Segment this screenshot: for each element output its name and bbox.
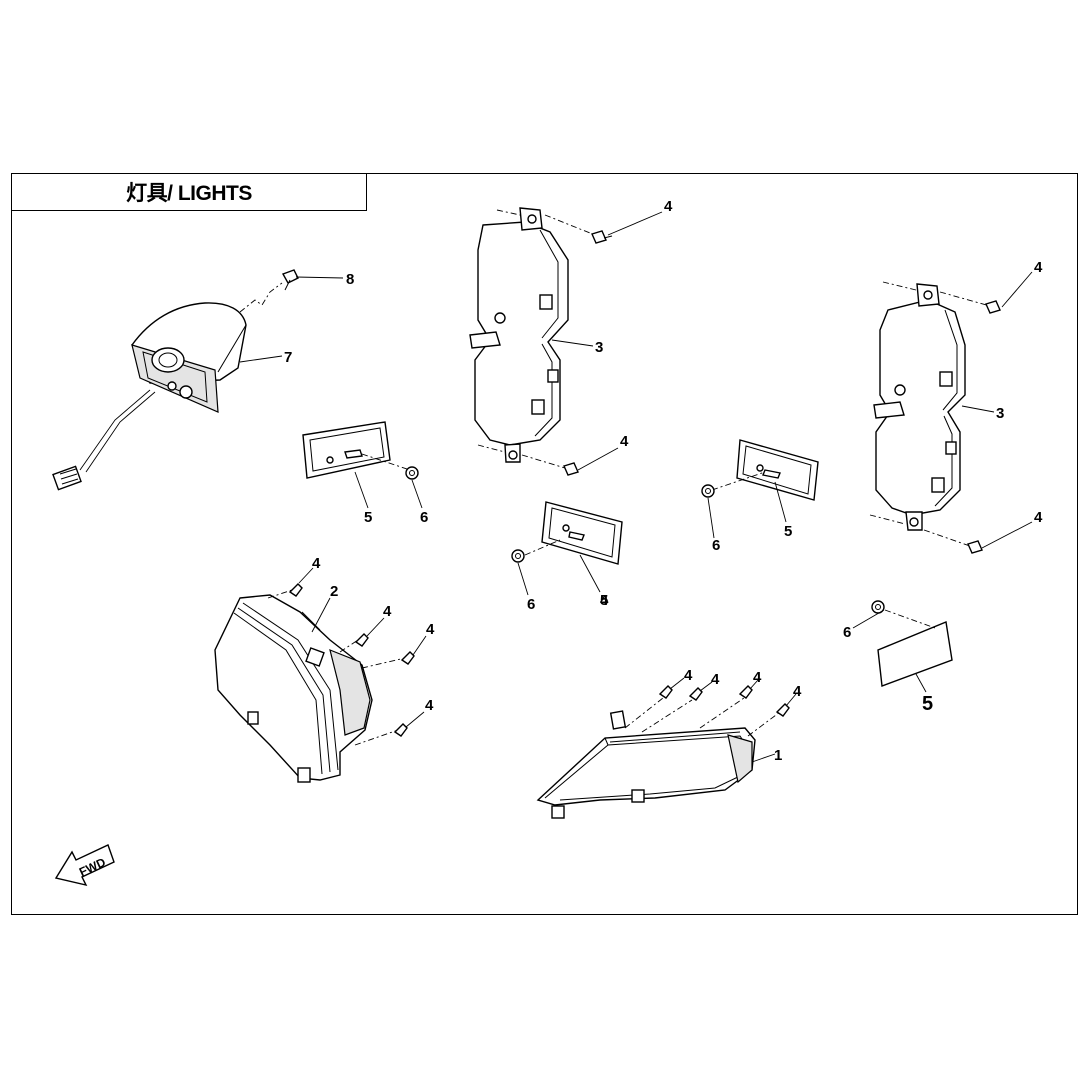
callout-6-c: 6 (527, 596, 535, 613)
callout-3-a: 3 (595, 339, 603, 356)
callout-4-f: 4 (312, 555, 321, 572)
callout-4-j: 4 (684, 667, 693, 684)
callout-4-b: 4 (620, 433, 629, 450)
reflector-right (711, 439, 819, 501)
callout-5-a: 5 (364, 509, 372, 526)
nut-6-center (511, 549, 525, 563)
callout-4-h: 4 (426, 621, 435, 638)
callout-4-k: 4 (711, 671, 720, 688)
callout-8: 8 (346, 271, 354, 288)
callout-4-l: 4 (753, 669, 762, 686)
callout-5-b: 5 (784, 523, 792, 540)
headlamp-left (214, 589, 406, 783)
callout-2: 2 (330, 583, 338, 600)
callout-5-d: 5 (922, 693, 933, 715)
nut-6-right (701, 484, 715, 498)
reflector-far-right (877, 609, 953, 687)
diagram-title: 灯具/ LIGHTS (11, 173, 367, 211)
headlamp-right (536, 697, 781, 819)
reflector-center (524, 501, 623, 565)
nut-6-left (405, 466, 419, 480)
callout-4-d: 4 (1034, 509, 1043, 526)
leader-lines (239, 211, 1033, 763)
callout-4-g: 4 (383, 603, 392, 620)
callout-4-m: 4 (793, 683, 802, 700)
screw-4-top-center (591, 230, 613, 244)
tail-lamp-assembly (52, 282, 283, 491)
callout-labels: 8 7 4 3 4 5 6 4 3 4 4 5 6 5 6 4 2 4 4 4 … (284, 198, 1043, 764)
callout-7: 7 (284, 349, 292, 366)
callout-6-d: 6 (843, 624, 851, 641)
screw-4-mid-center (563, 462, 579, 476)
screw-4-headlamp-right (658, 685, 790, 717)
indicator-lamp-right (869, 281, 991, 547)
callout-4-c: 4 (1034, 259, 1043, 276)
callout-4-a: 4 (664, 198, 673, 215)
screw-8 (281, 269, 299, 291)
screw-4-top-right (985, 300, 1001, 314)
screw-4-low-right (967, 540, 983, 554)
callout-6-a: 6 (420, 509, 428, 526)
callout-4-e: 4 (600, 592, 609, 609)
callout-6-b: 6 (712, 537, 720, 554)
indicator-lamp-left (469, 207, 596, 469)
callout-3-b: 3 (996, 405, 1004, 422)
callout-4-i: 4 (425, 697, 434, 714)
callout-1: 1 (774, 747, 782, 764)
reflector-left (302, 421, 411, 479)
callout-5-c: 5 (600, 592, 608, 609)
diagram-frame (11, 173, 1078, 915)
fwd-direction-arrow: FWD (54, 844, 115, 887)
screw-4-headlamp-left (288, 583, 415, 737)
